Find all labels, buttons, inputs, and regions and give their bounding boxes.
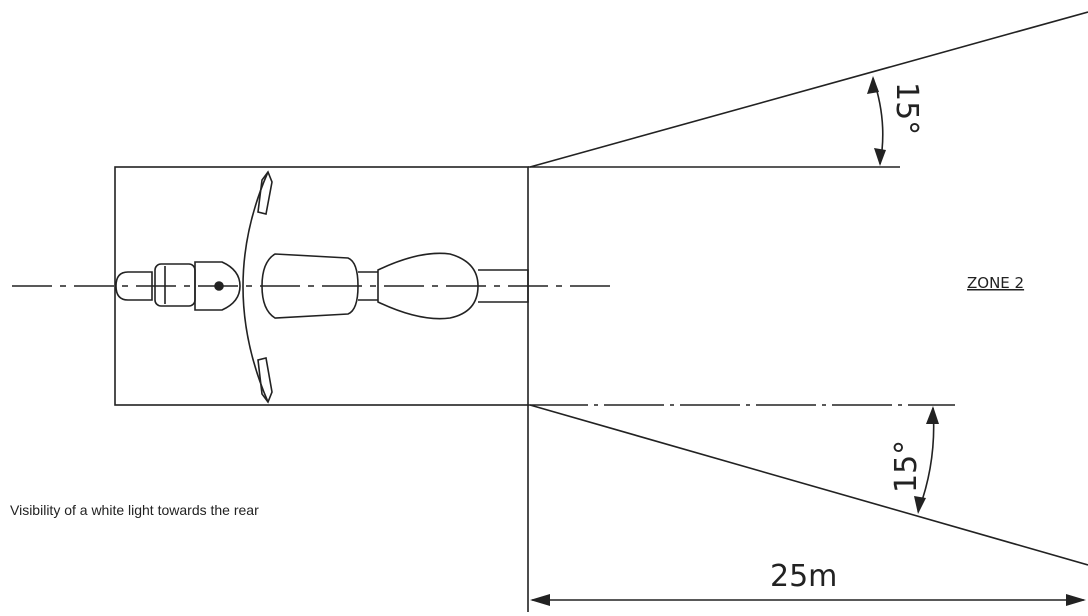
left-mirror bbox=[257, 170, 273, 215]
dimension-arrow-left bbox=[530, 594, 550, 606]
lower-arc-arrow-top bbox=[926, 406, 939, 424]
zone-label: ZONE 2 bbox=[967, 274, 1024, 292]
right-mirror bbox=[257, 357, 273, 404]
fuel-tank bbox=[261, 253, 359, 319]
figure-caption: Visibility of a white light towards the … bbox=[10, 502, 259, 518]
rear-section bbox=[478, 269, 529, 303]
lower-boundary-line bbox=[529, 404, 1088, 566]
lower-arc-arrow-bottom bbox=[914, 496, 926, 514]
motorcycle-top-view bbox=[115, 170, 529, 404]
rider-helmet bbox=[194, 261, 241, 311]
distance-label: 25m bbox=[770, 559, 837, 594]
upper-arc-arrow-bottom bbox=[874, 148, 886, 166]
dimension-arrow-right bbox=[1066, 594, 1086, 606]
lower-angle-label: 15° bbox=[889, 440, 924, 493]
upper-boundary-line bbox=[529, 11, 1088, 168]
handlebar-arc bbox=[242, 171, 269, 403]
front-fork-block bbox=[154, 263, 196, 307]
upper-arc-arrow-top bbox=[867, 76, 879, 94]
seat bbox=[377, 252, 479, 320]
front-wheel bbox=[115, 271, 153, 301]
upper-angle-label: 15° bbox=[889, 82, 924, 135]
